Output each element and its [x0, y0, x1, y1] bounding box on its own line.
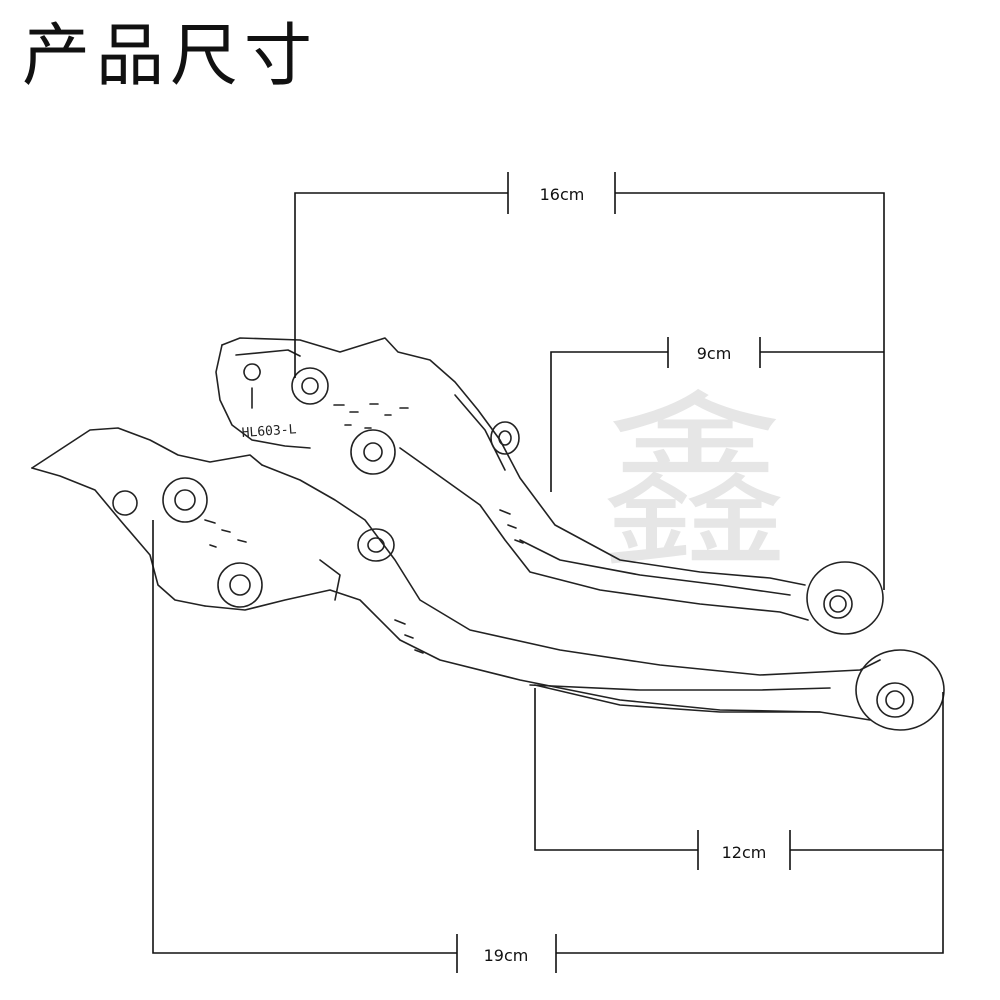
watermark: 鑫 — [600, 374, 790, 595]
dimension-label-bottom-lever: 12cm — [722, 843, 767, 862]
page-title: 产品尺寸 — [22, 17, 319, 96]
dimension-lines — [152, 172, 944, 973]
bottom-lever-sketch — [31, 427, 945, 731]
part-marking: HL603-L — [241, 422, 297, 441]
dimension-label-bottom-overall: 19cm — [484, 946, 529, 965]
dimension-label-top-lever: 9cm — [697, 344, 732, 363]
dimension-label-top-overall: 16cm — [540, 185, 585, 204]
top-lever-sketch — [215, 337, 884, 635]
